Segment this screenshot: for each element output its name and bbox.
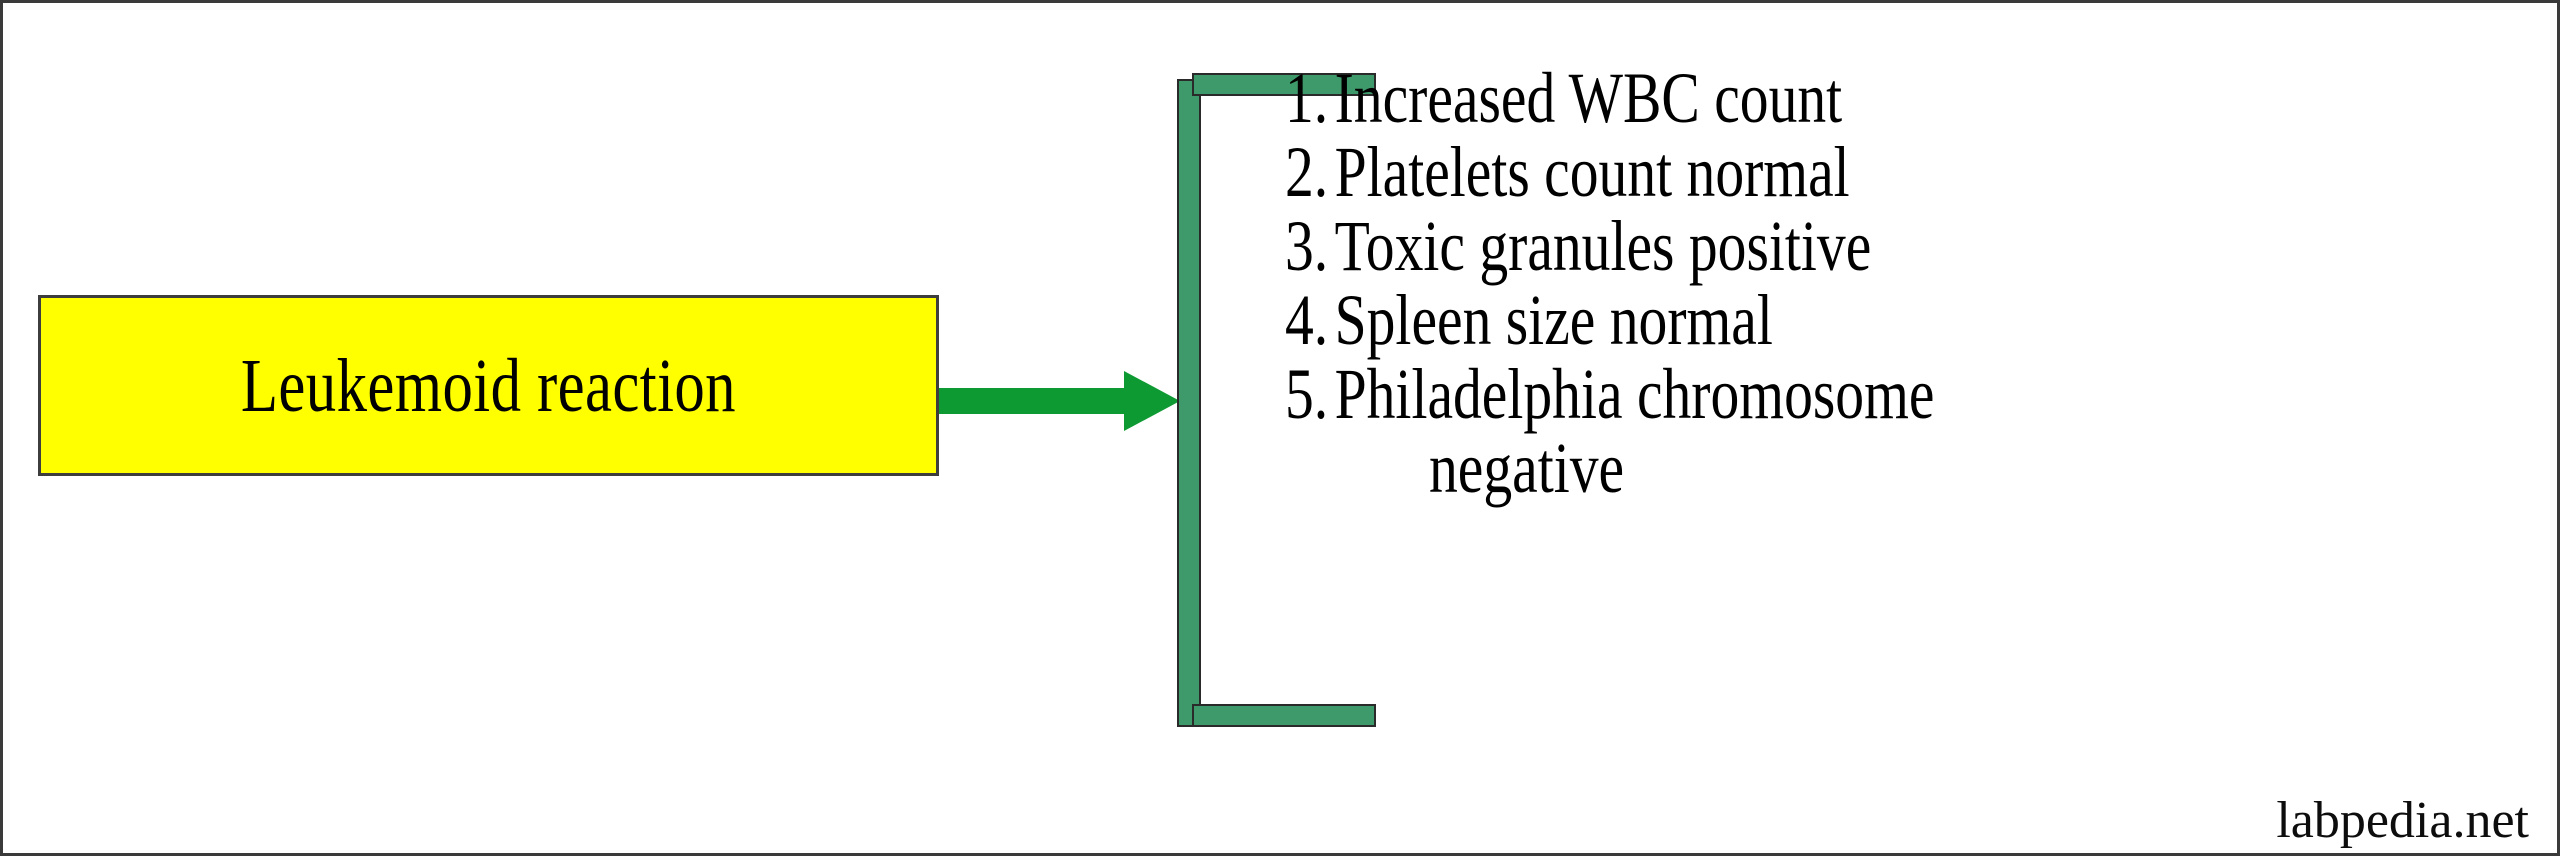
- feature-list: 1.Increased WBC count 2.Platelets count …: [1285, 61, 2535, 505]
- list-item: 5.Philadelphia chromosome negative: [1285, 357, 2285, 505]
- list-item: 4.Spleen size normal: [1285, 283, 2285, 357]
- list-item-text: Increased WBC count: [1334, 58, 1843, 138]
- list-item-number: 1.: [1285, 58, 1329, 138]
- source-concept-box: Leukemoid reaction: [38, 295, 939, 476]
- list-item-text: Philadelphia chromosome: [1334, 354, 1935, 434]
- arrow-shaft: [939, 388, 1139, 414]
- list-item-text: Toxic granules positive: [1334, 206, 1872, 286]
- bracket-arm-top: [1192, 73, 1376, 96]
- arrow-head-icon: [1124, 371, 1180, 431]
- list-item-number: 2.: [1285, 132, 1329, 212]
- list-item-text: Platelets count normal: [1334, 132, 1850, 212]
- list-item-number: 4.: [1285, 280, 1329, 360]
- source-concept-label: Leukemoid reaction: [240, 343, 737, 428]
- list-item-number: 5.: [1285, 354, 1329, 434]
- list-item-number: 3.: [1285, 206, 1329, 286]
- bracket-arm-bottom: [1192, 704, 1376, 727]
- list-item: 3.Toxic granules positive: [1285, 209, 2285, 283]
- list-item-text-continuation: negative: [1429, 428, 1625, 508]
- bracket-vertical-bar: [1177, 79, 1201, 727]
- watermark: labpedia.net: [2276, 792, 2529, 849]
- list-item: 1.Increased WBC count: [1285, 61, 2285, 135]
- list-item-text: Spleen size normal: [1334, 280, 1773, 360]
- list-item: 2.Platelets count normal: [1285, 135, 2285, 209]
